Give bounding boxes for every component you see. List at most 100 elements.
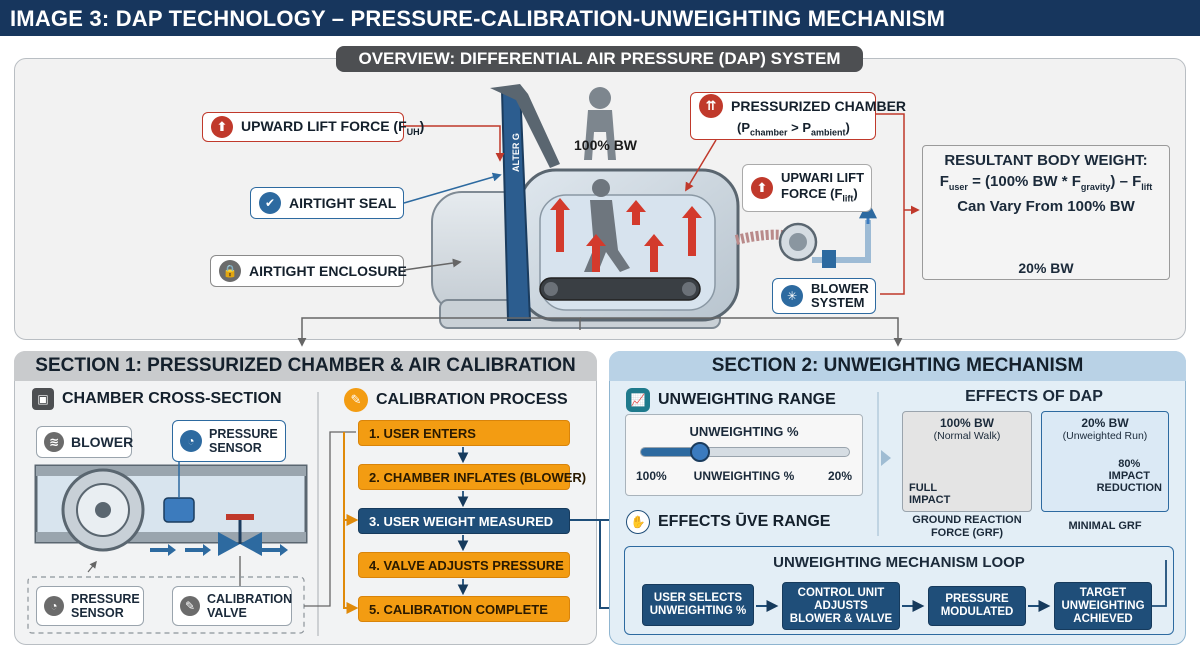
overview-heading: OVERVIEW: DIFFERENTIAL AIR PRESSURE (DAP…: [336, 46, 863, 72]
chart-icon: 📈: [626, 388, 650, 412]
unweighting-range-label: UNWEIGHTING RANGE: [658, 391, 836, 408]
legend-valve-line2: VALVE: [207, 606, 247, 620]
fan-icon: ≋: [44, 432, 64, 452]
gauge-icon: ◔: [180, 430, 202, 452]
pc-sub-chamber: chamber: [750, 127, 788, 138]
formula-f: F: [939, 173, 949, 190]
legend-pressure-line2: SENSOR: [71, 606, 124, 620]
loop2-line2: ADJUSTS: [814, 599, 868, 612]
pc-sub-ambient: ambient: [811, 127, 846, 138]
page-title: IMAGE 3: DAP TECHNOLOGY – PRESSURE-CALIB…: [10, 6, 946, 31]
pc-close: ): [845, 120, 850, 136]
bw-label: 100% BW: [574, 137, 638, 153]
gauge-icon: ◔: [44, 596, 64, 616]
calibration-process-heading: ✎ CALIBRATION PROCESS: [344, 388, 568, 412]
section1-heading: SECTION 1: PRESSURIZED CHAMBER & AIR CAL…: [14, 351, 597, 381]
slider-right-label: 20%: [827, 469, 852, 483]
upward-lift-subscript: UH: [406, 126, 420, 137]
unweighting-range-heading: 📈 UNWEIGHTING RANGE: [626, 388, 836, 412]
arrow-up-icon: ⬆: [211, 116, 233, 138]
resultant-result: 20% BW: [1018, 260, 1074, 276]
upwari-lift-subscript: lift: [842, 193, 854, 204]
upwari-lift-callout: ⬆ UPWARI LIFT FORCE (Flift): [742, 164, 872, 212]
card2-title: 20% BW: [1081, 416, 1129, 430]
hand-icon: ✋: [626, 510, 650, 534]
airtight-seal-label: AIRTIGHT SEAL: [289, 195, 397, 211]
upward-lift-force-callout: ⬆ UPWARD LIFT FORCE (FUH): [202, 112, 424, 142]
arrow-up-icon: ⬆: [751, 177, 773, 199]
resultant-formula: Fuser = (100% BW * Fgravity) – Flift: [923, 173, 1169, 192]
flow-arrows: [150, 544, 288, 556]
cross-section-label: CHAMBER CROSS-SECTION: [62, 390, 282, 407]
resultant-vary: Can Vary From 100% BW: [957, 198, 1135, 215]
loop4-line2: UNWEIGHTING: [1061, 599, 1145, 612]
slider-label: UNWEIGHTING %: [689, 424, 799, 439]
unweighting-range-card: UNWEIGHTING % 100% UNWEIGHTING % 20%: [625, 414, 863, 496]
loop4-line3: ACHIEVED: [1073, 612, 1133, 625]
upwari-lift-line2: FORCE (F: [781, 185, 843, 201]
unweighting-slider-track[interactable]: [640, 442, 850, 462]
formula-mid: = (100% BW * F: [967, 173, 1081, 190]
airtight-seal-callout: ✔ AIRTIGHT SEAL: [250, 187, 404, 219]
calibration-step-5: 5. CALIBRATION COMPLETE: [358, 596, 570, 622]
pc-mid: > P: [787, 120, 812, 136]
loop3-line1: PRESSURE: [945, 593, 1009, 605]
pressure-sensor-line1: PRESSURE: [209, 427, 278, 441]
card2-subtitle: (Unweighted Run): [1062, 430, 1148, 442]
pressurized-chamber-callout: ⇈ PRESSURIZED CHAMBER (Pchamber > Pambie…: [690, 92, 906, 140]
formula-sub-gravity: gravity: [1080, 182, 1111, 192]
upwari-lift-line1: UPWARI LIFT: [781, 169, 865, 185]
upwari-lift-close: ): [853, 185, 858, 201]
slider-mid-label: UNWEIGHTING %: [693, 469, 795, 483]
wrench-icon: ✎: [344, 388, 368, 412]
loop1-line2: UNWEIGHTING %: [649, 605, 747, 617]
upward-lift-label: UPWARD LIFT FORCE (F: [241, 117, 407, 134]
card2-grf: MINIMAL GRF: [1068, 520, 1142, 532]
upward-lift-close: ): [419, 117, 425, 134]
calibration-step-4: 4. VALVE ADJUSTS PRESSURE: [358, 552, 570, 578]
calibration-step-1: 1. USER ENTERS: [358, 420, 570, 446]
legend-pressure-line1: PRESSURE: [71, 592, 140, 606]
card1-grf-line2: FORCE (GRF): [930, 527, 1004, 539]
pressure-arrows-icon: ⇈: [699, 94, 723, 119]
loop2-line1: CONTROL UNIT: [797, 586, 885, 599]
resultant-body-weight-box: RESULTANT BODY WEIGHT: Fuser = (100% BW …: [922, 145, 1170, 280]
calibration-process-label: CALIBRATION PROCESS: [376, 391, 568, 408]
effects-of-dap-heading: EFFECTS OF DAP: [965, 388, 1103, 405]
unweighting-loop-frame: [624, 546, 1174, 635]
chamber-icon: ▣: [32, 388, 54, 410]
card2-red-line1: 80%: [1118, 458, 1141, 470]
resultant-title: RESULTANT BODY WEIGHT:: [944, 152, 1148, 169]
effects-range-heading: ✋ EFFECTS ŪVE RANGE: [626, 510, 830, 534]
pressure-sensor-line2: SENSOR: [209, 441, 262, 455]
loop4-line1: TARGET: [1079, 586, 1127, 599]
pressurized-chamber-label: PRESSURIZED CHAMBER: [731, 98, 907, 115]
chamber-cross-section-heading: ▣ CHAMBER CROSS-SECTION: [32, 388, 282, 410]
valve-handle: [226, 514, 254, 520]
loop3-line2: MODULATED: [940, 606, 1014, 618]
effects-range-label: EFFECTS ŪVE RANGE: [658, 513, 831, 530]
treadmill-belt: [539, 277, 701, 301]
lift-arrows: [550, 198, 702, 272]
formula-end: ) – F: [1110, 173, 1142, 190]
calibration-step-2: 2. CHAMBER INFLATES (BLOWER): [358, 464, 586, 490]
blower-label: BLOWER: [71, 434, 134, 450]
card1-full-line2: IMPACT: [909, 494, 951, 506]
unweighting-slider-thumb[interactable]: [689, 442, 710, 462]
loop1-line1: USER SELECTS: [653, 592, 743, 604]
card1-grf-line1: GROUND REACTION: [912, 514, 1022, 526]
blower-system-line2: SYSTEM: [811, 295, 865, 310]
legend-valve-line1: CALIBRATION: [207, 592, 293, 606]
wrench-icon: ✎: [180, 596, 200, 616]
user-head: [589, 87, 611, 109]
